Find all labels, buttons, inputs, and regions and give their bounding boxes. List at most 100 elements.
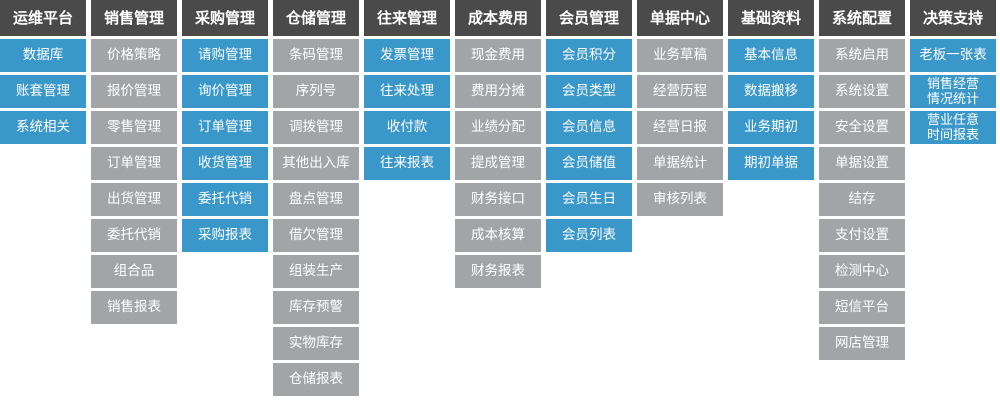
menu-item[interactable]: 请购管理 bbox=[182, 39, 268, 72]
menu-column-header[interactable]: 成本费用 bbox=[455, 0, 541, 36]
menu-item[interactable]: 报价管理 bbox=[91, 75, 177, 108]
menu-item-label: 网店管理 bbox=[835, 335, 889, 351]
menu-item[interactable]: 基本信息 bbox=[728, 39, 814, 72]
menu-column-2: 销售管理价格策略报价管理零售管理订单管理出货管理委托代销组合品销售报表 bbox=[91, 0, 177, 324]
menu-item[interactable]: 收付款 bbox=[364, 111, 450, 144]
menu-item[interactable]: 出货管理 bbox=[91, 183, 177, 216]
menu-item[interactable]: 仓储报表 bbox=[273, 363, 359, 396]
menu-item[interactable]: 系统启用 bbox=[819, 39, 905, 72]
menu-item[interactable]: 短信平台 bbox=[819, 291, 905, 324]
menu-item[interactable]: 会员生日 bbox=[546, 183, 632, 216]
menu-item[interactable]: 财务接口 bbox=[455, 183, 541, 216]
menu-column-header[interactable]: 系统配置 bbox=[819, 0, 905, 36]
menu-item[interactable]: 序列号 bbox=[273, 75, 359, 108]
menu-item[interactable]: 组装生产 bbox=[273, 255, 359, 288]
menu-item-label: 订单管理 bbox=[107, 155, 161, 171]
menu-column-header[interactable]: 采购管理 bbox=[182, 0, 268, 36]
menu-item-label: 系统设置 bbox=[835, 83, 889, 99]
menu-item[interactable]: 提成管理 bbox=[455, 147, 541, 180]
menu-item[interactable]: 业务草稿 bbox=[637, 39, 723, 72]
menu-item[interactable]: 现金费用 bbox=[455, 39, 541, 72]
menu-column-header[interactable]: 决策支持 bbox=[910, 0, 996, 36]
menu-column-header[interactable]: 运维平台 bbox=[0, 0, 86, 36]
menu-item[interactable]: 系统设置 bbox=[819, 75, 905, 108]
menu-item[interactable]: 数据搬移 bbox=[728, 75, 814, 108]
menu-item[interactable]: 经营历程 bbox=[637, 75, 723, 108]
menu-column-8: 单据中心业务草稿经营历程经营日报单据统计审核列表 bbox=[637, 0, 723, 216]
menu-item-label: 老板一张表 bbox=[919, 47, 987, 63]
menu-item[interactable]: 网店管理 bbox=[819, 327, 905, 360]
menu-item[interactable]: 期初单据 bbox=[728, 147, 814, 180]
menu-item-label: 财务接口 bbox=[471, 191, 525, 207]
menu-item[interactable]: 价格策略 bbox=[91, 39, 177, 72]
menu-column-header[interactable]: 往来管理 bbox=[364, 0, 450, 36]
menu-item[interactable]: 零售管理 bbox=[91, 111, 177, 144]
menu-item[interactable]: 会员信息 bbox=[546, 111, 632, 144]
menu-item[interactable]: 订单管理 bbox=[182, 111, 268, 144]
menu-item[interactable]: 安全设置 bbox=[819, 111, 905, 144]
menu-column-11: 决策支持老板一张表销售经营情况统计营业任意时间报表 bbox=[910, 0, 996, 144]
menu-item[interactable]: 组合品 bbox=[91, 255, 177, 288]
menu-item[interactable]: 销售经营情况统计 bbox=[910, 75, 996, 108]
menu-item[interactable]: 实物库存 bbox=[273, 327, 359, 360]
menu-item-label: 组装生产 bbox=[289, 263, 343, 279]
menu-item[interactable]: 采购报表 bbox=[182, 219, 268, 252]
menu-item[interactable]: 支付设置 bbox=[819, 219, 905, 252]
menu-item[interactable]: 收货管理 bbox=[182, 147, 268, 180]
menu-item[interactable]: 订单管理 bbox=[91, 147, 177, 180]
menu-item[interactable]: 盘点管理 bbox=[273, 183, 359, 216]
menu-item[interactable]: 其他出入库 bbox=[273, 147, 359, 180]
menu-item[interactable]: 条码管理 bbox=[273, 39, 359, 72]
menu-item[interactable]: 费用分摊 bbox=[455, 75, 541, 108]
menu-item[interactable]: 库存预警 bbox=[273, 291, 359, 324]
menu-item[interactable]: 会员类型 bbox=[546, 75, 632, 108]
menu-item[interactable]: 委托代销 bbox=[182, 183, 268, 216]
menu-item[interactable]: 财务报表 bbox=[455, 255, 541, 288]
menu-item[interactable]: 借欠管理 bbox=[273, 219, 359, 252]
menu-item[interactable]: 调拨管理 bbox=[273, 111, 359, 144]
menu-item[interactable]: 会员储值 bbox=[546, 147, 632, 180]
menu-item[interactable]: 结存 bbox=[819, 183, 905, 216]
menu-column-header[interactable]: 销售管理 bbox=[91, 0, 177, 36]
menu-item[interactable]: 单据设置 bbox=[819, 147, 905, 180]
menu-item-label: 其他出入库 bbox=[282, 155, 350, 171]
menu-item[interactable]: 业务期初 bbox=[728, 111, 814, 144]
menu-column-header[interactable]: 基础资料 bbox=[728, 0, 814, 36]
menu-item-label: 结存 bbox=[848, 191, 876, 207]
menu-column-header[interactable]: 会员管理 bbox=[546, 0, 632, 36]
menu-item[interactable]: 会员积分 bbox=[546, 39, 632, 72]
menu-item-label: 经营历程 bbox=[653, 83, 707, 99]
menu-item-label: 销售报表 bbox=[107, 299, 161, 315]
menu-item-label: 支付设置 bbox=[835, 227, 889, 243]
menu-item[interactable]: 老板一张表 bbox=[910, 39, 996, 72]
menu-item[interactable]: 发票管理 bbox=[364, 39, 450, 72]
menu-item-label: 经营日报 bbox=[653, 119, 707, 135]
menu-item[interactable]: 检测中心 bbox=[819, 255, 905, 288]
menu-item-label: 单据统计 bbox=[653, 155, 707, 171]
menu-item-label: 审核列表 bbox=[653, 191, 707, 207]
menu-item-label: 业务草稿 bbox=[653, 47, 707, 63]
menu-item[interactable]: 系统相关 bbox=[0, 111, 86, 144]
menu-item[interactable]: 往来报表 bbox=[364, 147, 450, 180]
menu-item[interactable]: 经营日报 bbox=[637, 111, 723, 144]
menu-column-header[interactable]: 仓储管理 bbox=[273, 0, 359, 36]
menu-item[interactable]: 往来处理 bbox=[364, 75, 450, 108]
menu-item[interactable]: 营业任意时间报表 bbox=[910, 111, 996, 144]
menu-item[interactable]: 销售报表 bbox=[91, 291, 177, 324]
menu-item[interactable]: 单据统计 bbox=[637, 147, 723, 180]
menu-item-label: 实物库存 bbox=[289, 335, 343, 351]
menu-item[interactable]: 委托代销 bbox=[91, 219, 177, 252]
menu-item[interactable]: 会员列表 bbox=[546, 219, 632, 252]
menu-item-label: 销售经营情况统计 bbox=[927, 77, 979, 107]
menu-item[interactable]: 账套管理 bbox=[0, 75, 86, 108]
menu-item[interactable]: 询价管理 bbox=[182, 75, 268, 108]
menu-column-3: 采购管理请购管理询价管理订单管理收货管理委托代销采购报表 bbox=[182, 0, 268, 252]
menu-item[interactable]: 成本核算 bbox=[455, 219, 541, 252]
menu-item-label: 会员列表 bbox=[562, 227, 616, 243]
menu-item[interactable]: 审核列表 bbox=[637, 183, 723, 216]
menu-item[interactable]: 业绩分配 bbox=[455, 111, 541, 144]
menu-item-label: 往来处理 bbox=[380, 83, 434, 99]
menu-item[interactable]: 数据库 bbox=[0, 39, 86, 72]
menu-column-header[interactable]: 单据中心 bbox=[637, 0, 723, 36]
